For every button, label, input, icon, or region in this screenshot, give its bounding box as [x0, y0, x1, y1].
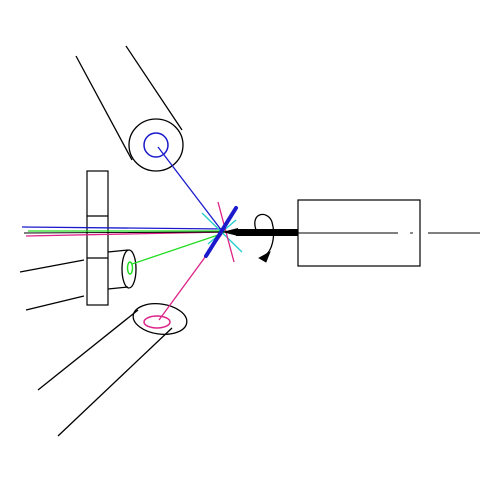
blue-port — [143, 132, 169, 158]
magenta-beam-horizontal — [25, 231, 227, 237]
rotation-arrow-icon — [254, 213, 275, 263]
blue-beam-horizontal — [21, 226, 227, 230]
top-tube — [75, 45, 184, 172]
plate-holder — [86, 170, 109, 306]
drive-shaft — [222, 228, 298, 236]
green-beam-to-port — [131, 232, 225, 265]
green-port — [126, 261, 134, 275]
blue-beam-to-port — [157, 146, 223, 232]
black-beam-horizontal — [23, 231, 227, 234]
tilted-mirror — [204, 206, 238, 258]
small-tube — [19, 249, 137, 311]
magenta-port — [143, 315, 171, 329]
bottom-tube — [37, 303, 188, 437]
